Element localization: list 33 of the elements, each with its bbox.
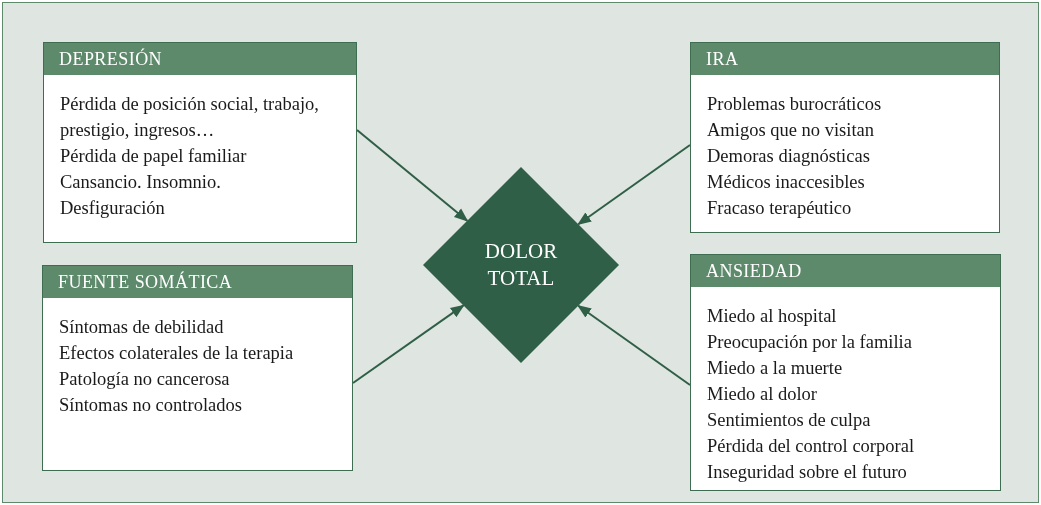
list-item: Miedo a la muerte <box>707 357 844 380</box>
arrow <box>577 304 691 386</box>
section-heading: IRA <box>691 43 999 75</box>
list-item: Efectos colaterales de la terapia <box>59 342 295 365</box>
list-item: Sentimientos de culpa <box>707 409 872 432</box>
list-item: Amigos que no visitan <box>707 119 875 142</box>
arrow <box>577 144 691 226</box>
list-item: Síntomas de debilidad <box>59 316 225 339</box>
center-label: DOLOR TOTAL <box>483 238 559 292</box>
section-heading: FUENTE SOMÁTICA <box>43 266 352 298</box>
list-item: Pérdida del control corporal <box>707 435 916 458</box>
list-item: Demoras diagnósticas <box>707 145 871 168</box>
list-item: Pérdida de papel familiar <box>60 145 248 168</box>
list-item: Síntomas no controlados <box>59 394 243 417</box>
text-box <box>42 265 353 471</box>
arrow <box>352 304 465 384</box>
section-heading: ANSIEDAD <box>691 255 1000 287</box>
list-item: Desfiguración <box>60 197 166 220</box>
list-item: Pérdida de posición social, trabajo, prestigio, ingresos… <box>60 93 320 142</box>
list-item: Fracaso terapéutico <box>707 197 853 220</box>
list-item: Médicos inaccesibles <box>707 171 866 194</box>
list-item: Inseguridad sobre el futuro <box>707 461 908 484</box>
text-box <box>43 42 357 243</box>
text-box <box>690 254 1001 491</box>
list-item: Patología no cancerosa <box>59 368 231 391</box>
list-item: Cansancio. Insomnio. <box>60 171 222 194</box>
text-box <box>690 42 1000 233</box>
list-item: Miedo al hospital <box>707 305 838 328</box>
section-heading: DEPRESIÓN <box>44 43 356 75</box>
list-item: Preocupación por la familia <box>707 331 913 354</box>
list-item: Miedo al dolor <box>707 383 818 406</box>
arrow <box>356 129 469 222</box>
list-item: Problemas burocráticos <box>707 93 883 116</box>
